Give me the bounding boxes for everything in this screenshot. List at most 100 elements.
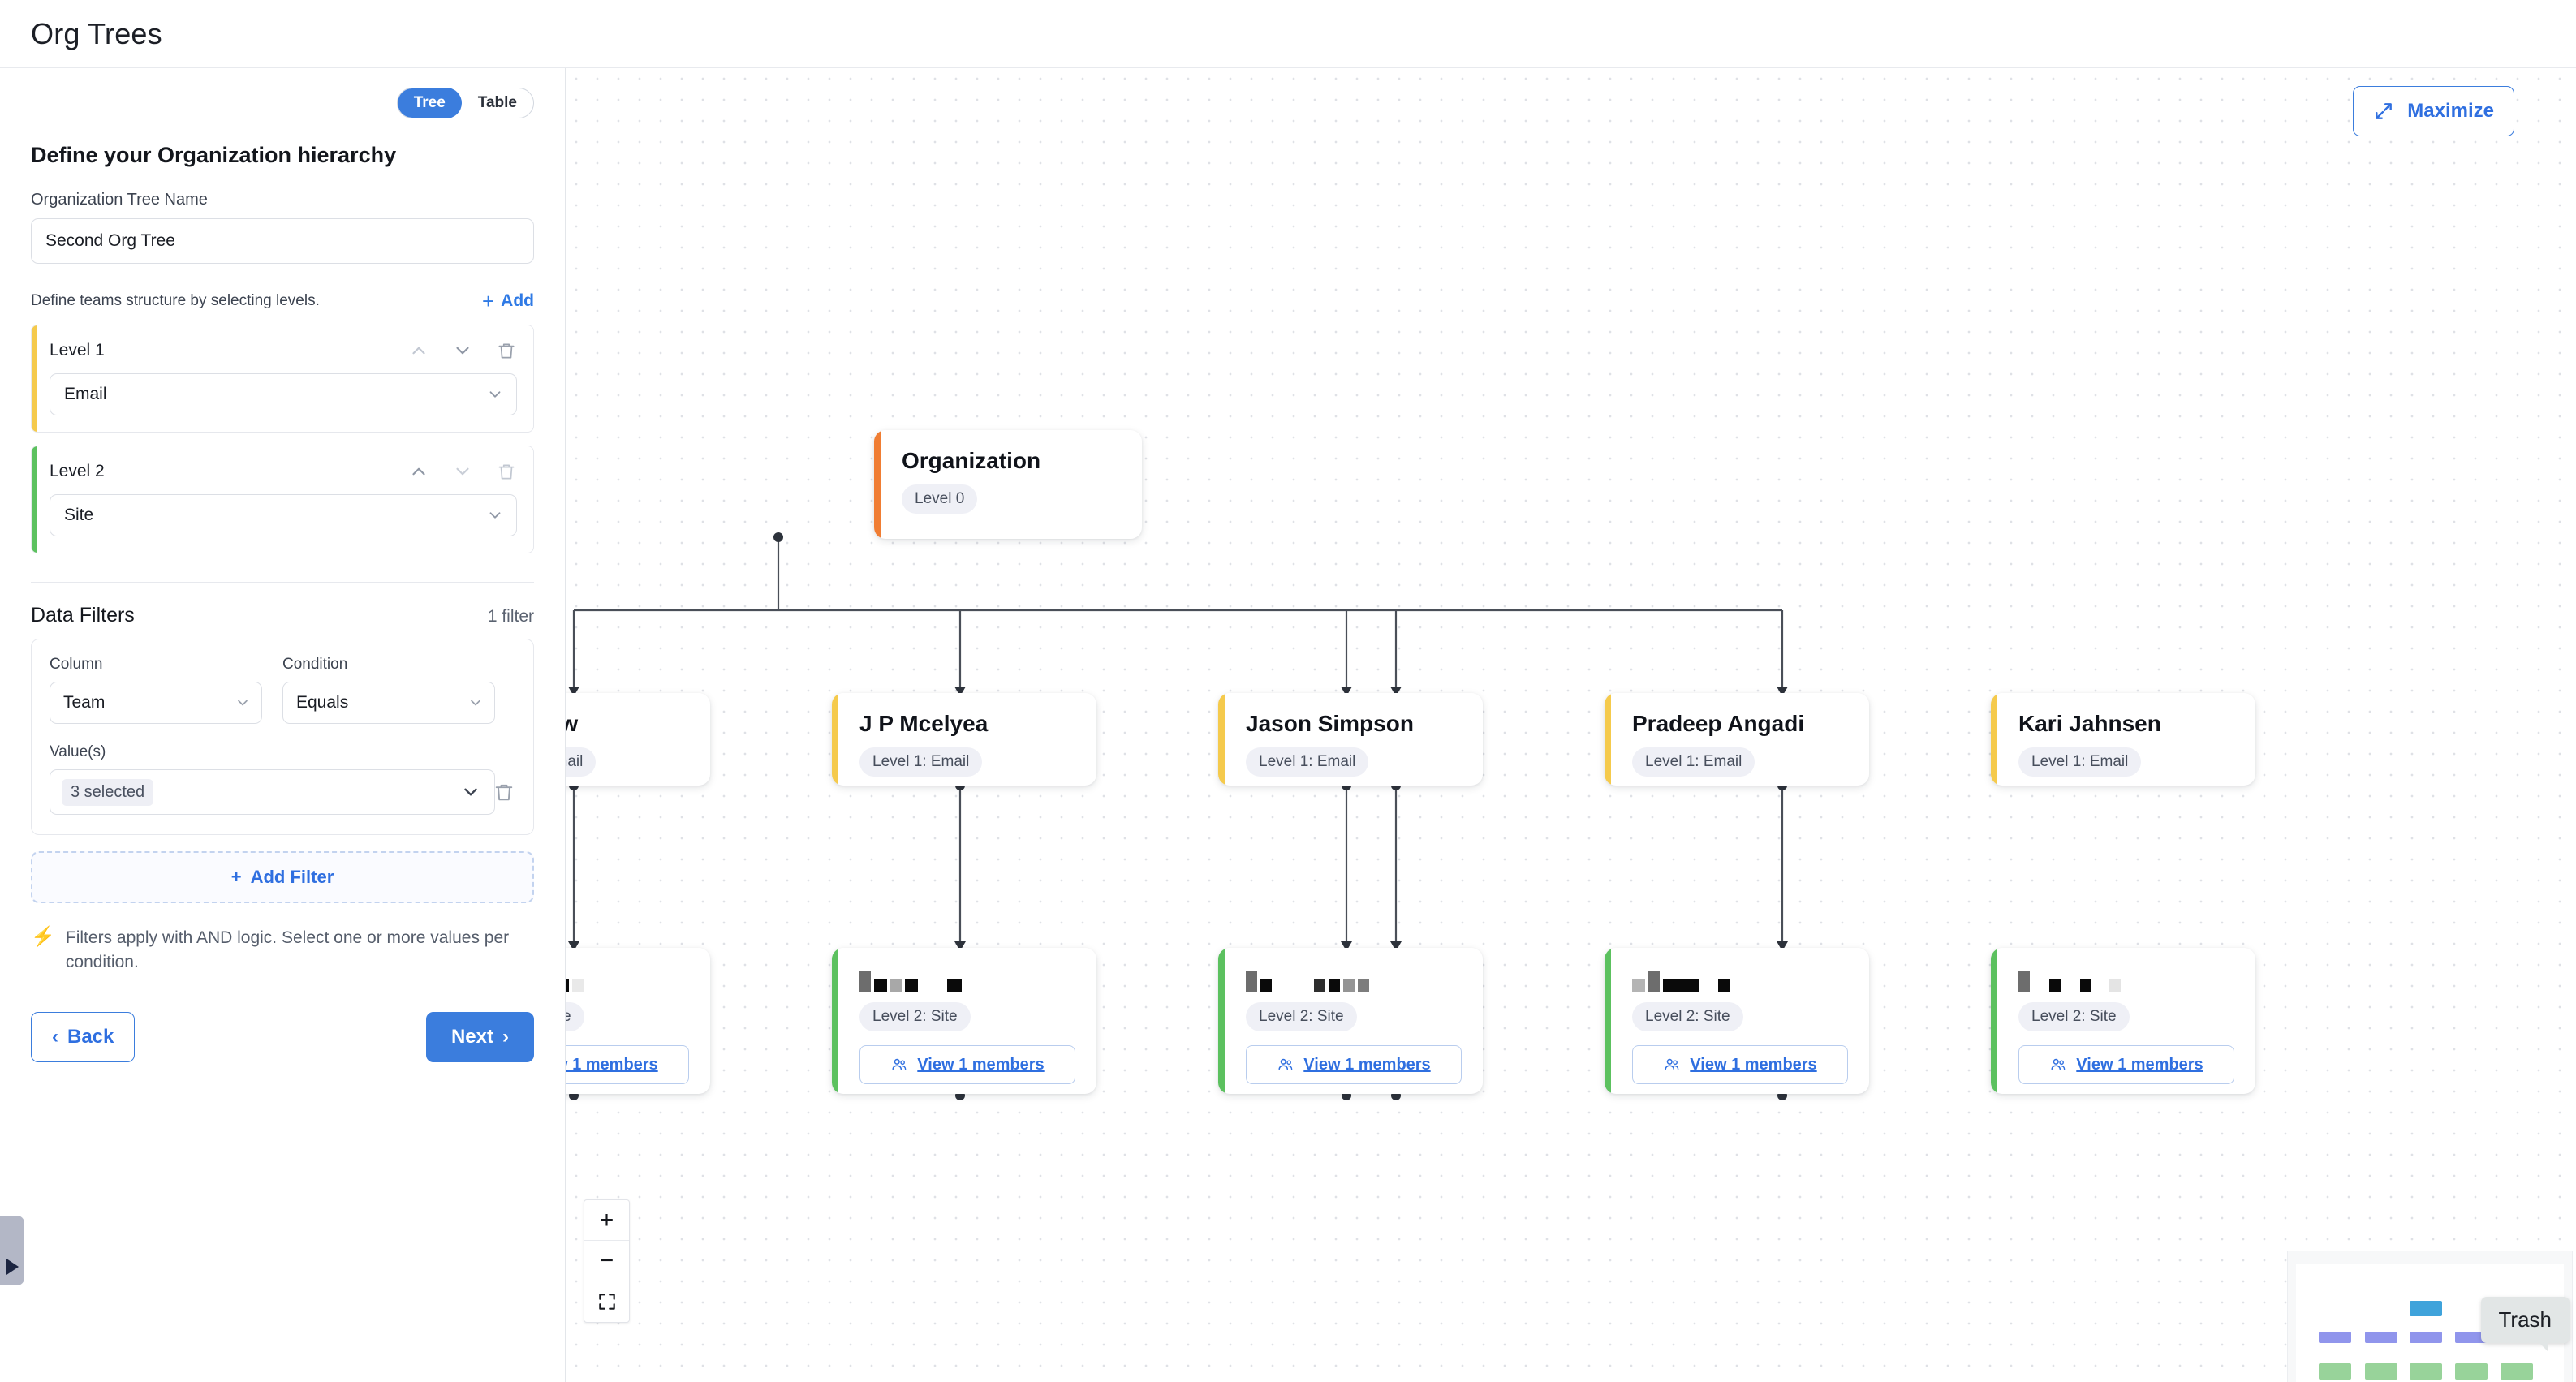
level-field-select-2[interactable]: Site — [50, 494, 517, 536]
filter-column-group: Column Team — [50, 656, 262, 724]
node-body: Level 2: Site View 1 members — [566, 948, 710, 1094]
level-name: Level 1 — [50, 341, 105, 359]
node-title-redacted — [1246, 966, 1462, 992]
top-header: Org Trees — [0, 0, 2576, 68]
tree-name-input[interactable] — [31, 218, 534, 264]
filter-condition-label: Condition — [282, 656, 348, 673]
view-toggle[interactable]: Tree Table — [396, 88, 534, 118]
node-level-badge: Level 2: Site — [1632, 1002, 1743, 1031]
filter-condition-group: Condition Equals — [282, 656, 495, 724]
node-title: Jason Simpson — [1246, 711, 1414, 736]
node-title: Organization — [902, 448, 1041, 473]
node-body: Level 2: Site View 1 members — [832, 948, 1096, 1094]
filter-values-chip: 3 selected — [62, 778, 154, 806]
tree-node-level2[interactable]: Level 2: Site View 1 members — [1605, 948, 1869, 1094]
minimap-node-level2 — [2410, 1363, 2442, 1380]
tree-node-level1[interactable]: J P Mcelyea Level 1: Email — [832, 693, 1096, 786]
zoom-in-button[interactable]: + — [584, 1200, 629, 1241]
panel-heading: Define your Organization hierarchy — [31, 143, 397, 167]
zoom-out-button[interactable]: − — [584, 1241, 629, 1281]
filters-header: Data Filters 1 filter — [31, 604, 534, 627]
level-field-select-1[interactable]: Email — [50, 373, 517, 415]
tree-node-level2[interactable]: Level 2: Site View 1 members — [1991, 948, 2255, 1094]
filter-condition-select[interactable]: Equals — [282, 682, 495, 724]
chevron-down-icon[interactable] — [452, 461, 473, 482]
tree-node-level2[interactable]: Level 2: Site View 1 members — [1218, 948, 1483, 1094]
node-title: J P Mcelyea — [859, 711, 989, 736]
node-title: Pradeep Angadi — [1632, 711, 1805, 736]
chevron-up-icon[interactable] — [408, 461, 429, 482]
tab-tree[interactable]: Tree — [397, 88, 462, 118]
add-level-label: Add — [501, 291, 534, 310]
node-level-badge: Level 1: Email — [1632, 747, 1755, 777]
node-title-redacted — [1632, 966, 1848, 992]
node-stripe — [1605, 693, 1611, 786]
level-actions — [408, 461, 517, 482]
tree-node-level1[interactable]: Judy Saw Level 1: Email — [566, 693, 710, 786]
minimap-node-level1 — [2410, 1332, 2442, 1343]
node-title-redacted — [859, 966, 1075, 992]
delete-filter-icon[interactable] — [493, 781, 515, 803]
tree-node-level1[interactable]: Kari Jahnsen Level 1: Email — [1991, 693, 2255, 786]
tree-node-level1[interactable]: Jason Simpson Level 1: Email — [1218, 693, 1483, 786]
node-level-badge: Level 0 — [902, 484, 978, 514]
node-body: Judy Saw Level 1: Email — [566, 693, 710, 786]
add-filter-button[interactable]: + Add Filter — [31, 851, 534, 903]
node-body: Kari Jahnsen Level 1: Email — [1991, 693, 2255, 786]
node-level-badge: Level 1: Email — [1246, 747, 1369, 777]
back-button[interactable]: ‹ Back — [31, 1011, 136, 1062]
chevron-down-icon — [464, 788, 477, 796]
filters-count: 1 filter — [487, 607, 534, 626]
tree-node-root[interactable]: Organization Level 0 — [874, 430, 1142, 539]
level-field-value: Site — [64, 506, 94, 524]
filter-values-select[interactable]: 3 selected — [50, 769, 495, 815]
tree-node-level2[interactable]: Level 2: Site View 1 members — [566, 948, 710, 1094]
view-members-button[interactable]: View 1 members — [566, 1045, 689, 1084]
add-level-button[interactable]: + Add — [482, 291, 534, 312]
trash-tooltip: Trash — [2480, 1297, 2570, 1352]
minimap-node-level2 — [2501, 1363, 2533, 1380]
node-title-redacted — [566, 966, 689, 992]
next-button[interactable]: Next › — [425, 1011, 534, 1062]
node-body: Jason Simpson Level 1: Email — [1218, 693, 1483, 786]
zoom-controls[interactable]: + − — [584, 1199, 630, 1323]
maximize-button[interactable]: Maximize — [2353, 86, 2514, 136]
plus-icon: + — [230, 867, 242, 887]
view-members-button[interactable]: View 1 members — [1246, 1045, 1462, 1084]
view-members-label: View 1 members — [1303, 1055, 1431, 1074]
delete-level-icon[interactable] — [496, 340, 517, 361]
levels-hint-row: Define teams structure by selecting leve… — [31, 291, 534, 312]
maximize-icon — [2376, 103, 2393, 119]
chevron-down-icon[interactable] — [452, 340, 473, 361]
view-members-button[interactable]: View 1 members — [1632, 1045, 1848, 1084]
flow-viewport[interactable]: Organization Level 0 Judy Saw Level 1: E… — [566, 68, 2576, 1382]
view-members-button[interactable]: View 1 members — [2018, 1045, 2234, 1084]
tab-table[interactable]: Table — [477, 94, 517, 111]
panel-expand-handle[interactable] — [0, 1216, 24, 1285]
minimap-node-level2 — [2319, 1363, 2351, 1380]
tree-node-level2[interactable]: Level 2: Site View 1 members — [832, 948, 1096, 1094]
level-header: Level 2 — [50, 461, 517, 482]
delete-level-icon[interactable] — [496, 461, 517, 482]
node-body: Organization Level 0 — [874, 430, 1142, 530]
view-members-button[interactable]: View 1 members — [859, 1045, 1075, 1084]
org-tree-canvas[interactable]: Maximize — [566, 68, 2576, 1382]
filter-values-label: Value(s) — [50, 743, 106, 760]
tree-node-level1[interactable]: Pradeep Angadi Level 1: Email — [1605, 693, 1869, 786]
filter-column-label: Column — [50, 656, 103, 673]
maximize-label: Maximize — [2407, 100, 2494, 122]
node-title: Judy Saw — [566, 711, 579, 736]
back-label: Back — [67, 1025, 114, 1048]
fit-view-button[interactable] — [584, 1281, 629, 1322]
wizard-buttons: ‹ Back Next › — [31, 1011, 534, 1062]
fit-view-icon — [598, 1294, 615, 1310]
level-card-2: Level 2 Site — [31, 446, 534, 553]
chevron-up-icon[interactable] — [408, 340, 429, 361]
node-stripe — [1991, 693, 1997, 786]
section-divider — [31, 582, 534, 583]
node-stripe — [832, 693, 838, 786]
triangle-right-icon — [6, 1259, 19, 1275]
members-icon — [1665, 1058, 1679, 1070]
view-members-label: View 1 members — [917, 1055, 1045, 1074]
filter-column-select[interactable]: Team — [50, 682, 262, 724]
